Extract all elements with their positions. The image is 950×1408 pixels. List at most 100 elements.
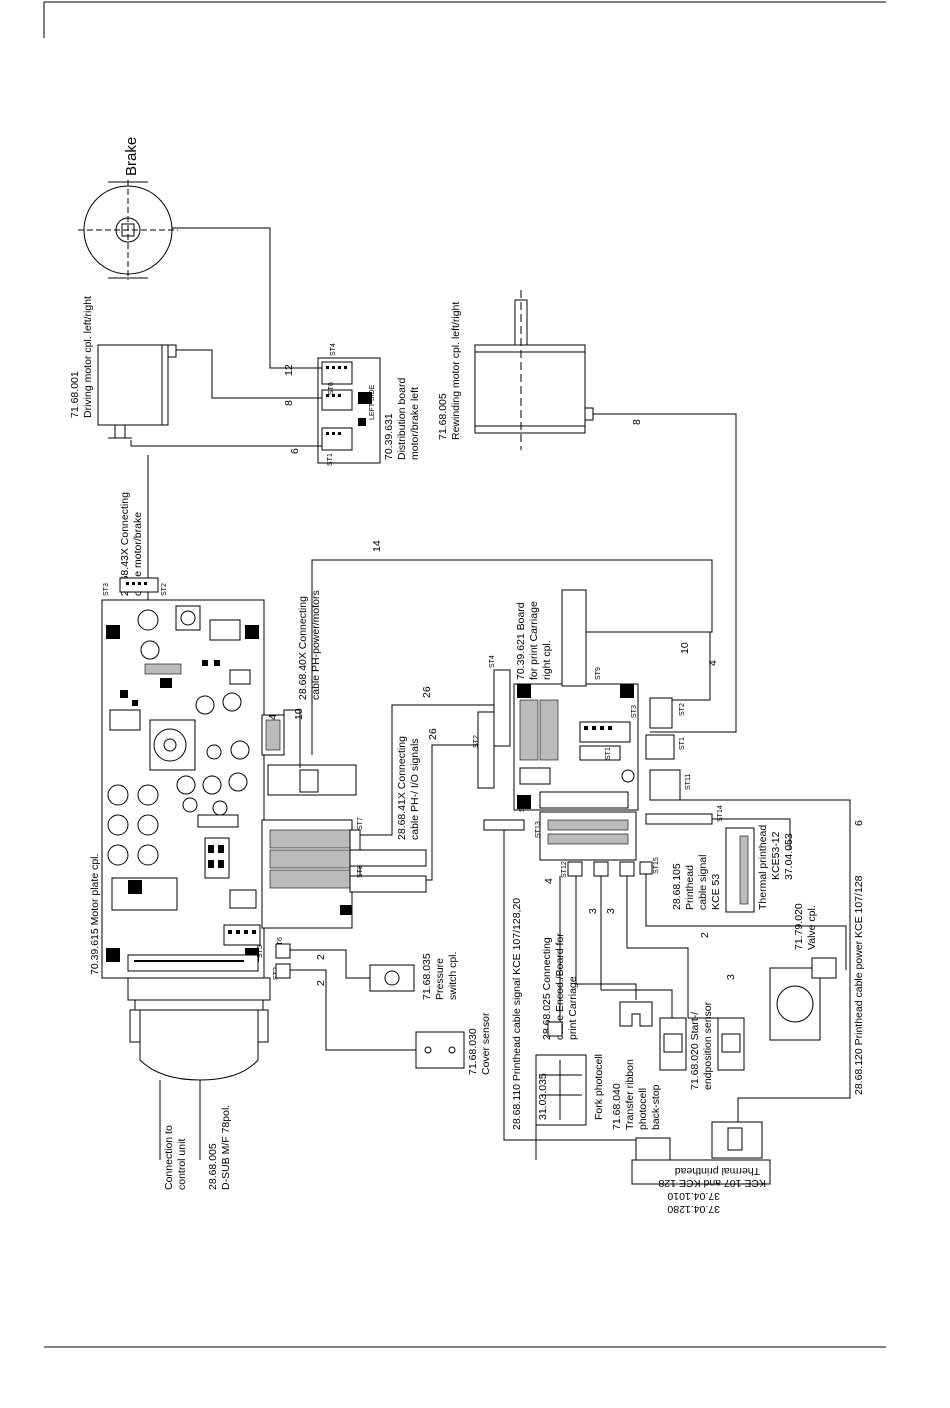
wire-count-4-a: 4 xyxy=(267,714,279,720)
wire-count-3-a: 3 xyxy=(587,908,599,914)
kce53-printhead-label-2: KCE53-12 xyxy=(770,831,782,880)
wire-count-6-a: 6 xyxy=(289,448,301,454)
connector-st2-b: ST2 xyxy=(473,735,480,748)
cable-ph-io-label-2: cable PH-/ I/O signals xyxy=(409,738,421,840)
thermal-printhead-kce107: Thermal printhead KCE 107 and KCE 128 37… xyxy=(631,1121,771,1215)
wire-count-2-d: 2 xyxy=(315,980,327,986)
wire-count-2-c: 2 xyxy=(315,954,327,960)
wire-count-8-b: 8 xyxy=(631,419,643,425)
wire-count-4-b: 4 xyxy=(707,660,719,666)
valve-label-1: 71.79.020 xyxy=(793,903,805,950)
cable-motor-brake-label-2: cable motor/brake xyxy=(132,512,144,596)
wire-count-8-a: 8 xyxy=(283,400,295,406)
wire-count-2-a: 2 xyxy=(699,932,711,938)
carriage-right-connectors: 10 4 ST2 ST1 ST11 xyxy=(586,631,719,801)
driving-motor: 71.68.001 Driving motor cpl. left/right xyxy=(69,296,177,439)
driving-motor-label-2: Driving motor cpl. left/right xyxy=(82,296,94,418)
connector-st7: ST7 xyxy=(357,817,364,830)
cover-sensor-label-2: Cover sensor xyxy=(480,1012,492,1075)
connector-st1-c: ST1 xyxy=(679,737,686,750)
start-endposition-label-1: 71.68.020 Start-/ xyxy=(689,1012,701,1090)
cable-ph-power-label-2: cable PH-power/motors xyxy=(310,590,322,700)
cable-ph-power-label-1: 28.68.40X Connecting xyxy=(297,596,309,700)
wire-count-12: 12 xyxy=(283,364,295,376)
connector-st15: ST15 xyxy=(653,857,660,874)
brake-label: Brake xyxy=(123,137,140,176)
motor-wires: 12 8 6 xyxy=(130,227,322,600)
rewinding-motor-label-2: Rewinding motor cpl. left/right xyxy=(450,302,462,440)
kce107-label-3: 37.04.1010 xyxy=(667,1190,720,1202)
connector-st4-b: ST4 xyxy=(489,655,496,668)
wire-count-10-a: 10 xyxy=(293,708,305,720)
carriage-board-label-1: 70.39.621 Board xyxy=(515,602,527,680)
connector-st1-b: ST1 xyxy=(605,747,612,760)
brake: Brake xyxy=(78,137,178,280)
transfer-ribbon-label-1: 71.68.040 xyxy=(611,1083,623,1130)
carriage-board-label-3: right cpl. xyxy=(541,640,553,680)
wire-count-3-c: 3 xyxy=(725,974,737,980)
fork-photocell: 31.03.035 Fork photocell xyxy=(535,1021,605,1160)
kce107-label-2: KCE 107 and KCE 128 xyxy=(658,1177,766,1189)
connector-st1-a: ST1 xyxy=(327,453,334,466)
valve: 71.79.020 Valve cpl. xyxy=(769,903,837,1041)
cable-ph-io: 26 26 28.68.41X Connecting cable PH-/ I/… xyxy=(349,669,511,893)
cable-motor-brake: 28.68.43X Connecting cable motor/brake S… xyxy=(103,492,168,596)
cover-sensor-label-1: 71.68.030 xyxy=(467,1028,479,1075)
pressure-switch-label-1: 71.68.035 xyxy=(421,953,433,1000)
lower-carriage-connectors: ST13 ST14 ST12 ST15 xyxy=(483,805,724,878)
wire-count-6-b: 6 xyxy=(853,820,865,826)
connector-st4-a: ST4 xyxy=(330,343,337,356)
transfer-ribbon-label-2: Transfer ribbon xyxy=(624,1059,636,1130)
connector-st12: ST12 xyxy=(561,861,568,878)
connector-st9: ST9 xyxy=(595,667,602,680)
connector-st3-b: ST3 xyxy=(631,705,638,718)
cable-encod: 4 3 3 3 2 28.68.025 Connecting cable Enc… xyxy=(541,874,847,1040)
transfer-ribbon-label-3: photocell xyxy=(637,1088,649,1130)
connector-st5-b: ST5 xyxy=(257,945,264,958)
connector-st11: ST11 xyxy=(685,774,692,790)
wire-count-14: 14 xyxy=(371,540,383,552)
motor-plate-connectors: ST6 ST5 ST2 xyxy=(257,714,357,980)
pressure-switch-label-2: Pressure xyxy=(434,958,446,1000)
motor-plate-label: 70.39.615 Motor plate cpl. xyxy=(89,854,101,975)
kce53-printhead: 28.68.105 Printhead cable signal KCE 53 … xyxy=(671,818,795,913)
fork-photocell-label-2: Fork photocell xyxy=(593,1054,605,1120)
transfer-ribbon-photocell: 71.68.040 Transfer ribbon photocell back… xyxy=(611,1001,662,1130)
control-unit-label-4: D-SUB M/F 78pol. xyxy=(220,1105,232,1190)
valve-label-2: Valve cpl. xyxy=(806,905,818,950)
kce107-label-1: Thermal printhead xyxy=(675,1165,760,1177)
left-side-label: LEFT SIDE xyxy=(369,384,376,420)
motor-plate: 70.39.615 Motor plate cpl. xyxy=(89,599,265,979)
connector-st3-c: ST3 xyxy=(519,799,526,812)
wire-count-10-b: 10 xyxy=(679,642,691,654)
cable-encod-label-3: print Carriage xyxy=(567,976,579,1040)
connector-st13: ST13 xyxy=(535,821,542,838)
kce53-printhead-label-1: Thermal printhead xyxy=(757,825,769,910)
printhead-power-label: 28.68.120 Printhead cable power KCE 107/… xyxy=(853,875,865,1095)
control-unit-label-1: Connection to xyxy=(163,1125,175,1190)
connector-st3-a: ST3 xyxy=(103,583,110,596)
kce53-cable-label-1: 28.68.105 xyxy=(671,863,683,910)
kce53-cable-label-4: KCE 53 xyxy=(710,874,722,910)
kce107-label-4: 37.04.1280 xyxy=(667,1203,720,1215)
connector-st8: ST8 xyxy=(357,865,364,878)
wire-count-26-a: 26 xyxy=(421,686,433,698)
distribution-board-label-1: 70.39.631 xyxy=(383,413,395,460)
wire-count-3-b: 3 xyxy=(605,908,617,914)
page-frame xyxy=(43,1,886,1348)
cable-motor-brake-label-1: 28.68.43X Connecting xyxy=(119,492,131,596)
cable-ph-io-label-1: 28.68.41X Connecting xyxy=(396,736,408,840)
cover-sensor: 2 71.68.030 Cover sensor xyxy=(290,969,492,1075)
rewinding-motor-label-1: 71.68.005 xyxy=(437,393,449,440)
carriage-board-label-2: for print Carriage xyxy=(528,601,540,680)
driving-motor-label-1: 71.68.001 xyxy=(69,371,81,418)
kce53-cable-label-2: Printhead xyxy=(684,865,696,910)
rewinding-motor: 71.68.005 Rewinding motor cpl. left/righ… xyxy=(437,290,737,733)
connector-st6-a: ST6 xyxy=(328,382,335,395)
connector-st2-d: ST2 xyxy=(679,703,686,716)
wire-count-26-b: 26 xyxy=(427,728,439,740)
kce53-cable-label-3: cable signal xyxy=(697,855,709,910)
cable-ph-power: 14 4 10 28.68.40X Connecting cable PH-po… xyxy=(267,540,713,768)
dsub-connector: Connection to control unit 28.68.005 D-S… xyxy=(127,977,271,1190)
